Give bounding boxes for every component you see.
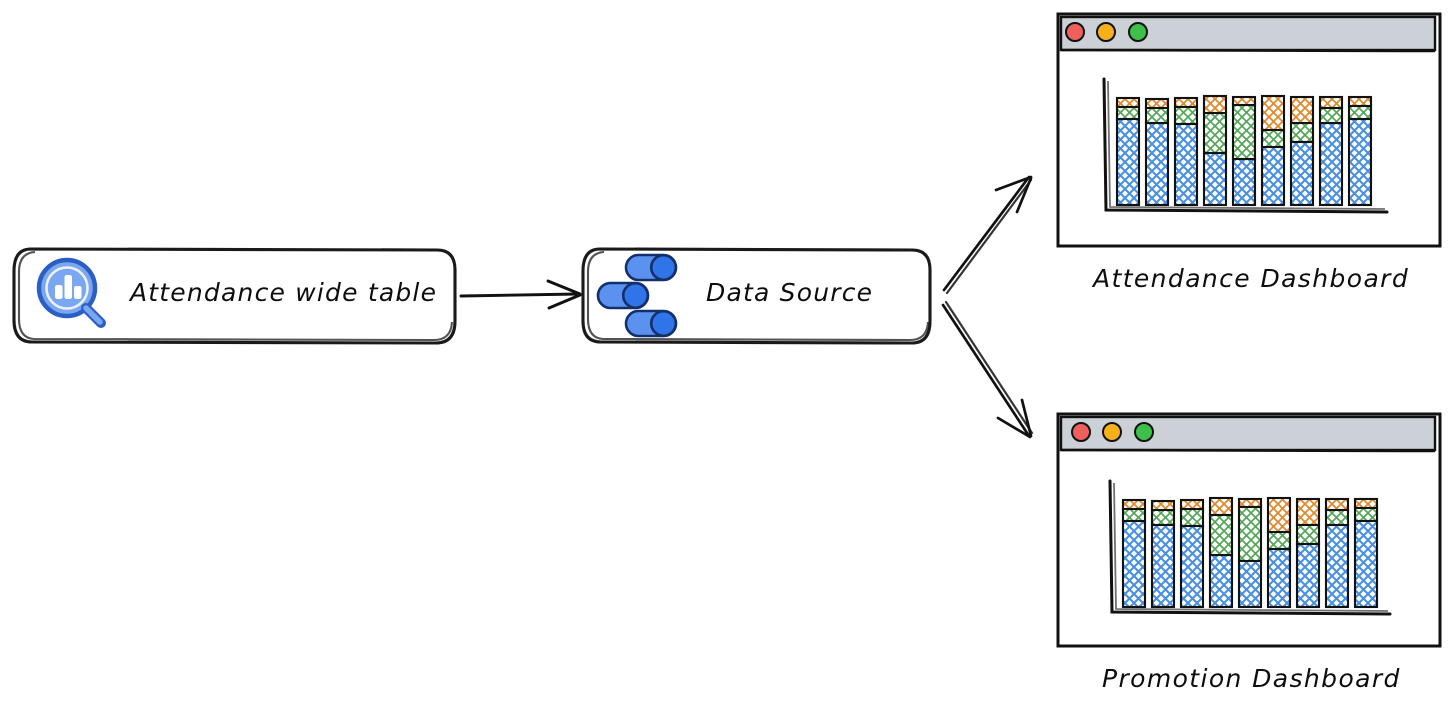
edge-table-to-source [459, 279, 582, 310]
caption-attendance-dashboard: Attendance Dashboard [1093, 264, 1410, 293]
bar-group [1324, 497, 1350, 609]
chart-axes [1108, 479, 1392, 616]
bar-group [1237, 497, 1263, 609]
bar-group [1173, 96, 1199, 207]
window-attendance-dashboard[interactable] [1056, 12, 1442, 248]
chart-axes-sketch-overlay [1107, 80, 1386, 210]
bar-group [1266, 496, 1292, 609]
bar-group [1208, 496, 1234, 609]
bar-group [1295, 497, 1321, 609]
chart-axes [1102, 77, 1389, 214]
titlebar-divider [1060, 448, 1436, 453]
bar-group [1144, 97, 1170, 207]
toggle-sliders-icon [596, 253, 678, 338]
window-close-button[interactable] [1065, 22, 1085, 42]
bar-group [1179, 498, 1205, 609]
node-data-source[interactable] [581, 247, 932, 345]
caption-promotion-dashboard: Promotion Dashboard [1102, 664, 1401, 693]
window-maximize-button[interactable] [1134, 422, 1154, 442]
magnifier-bar-chart-icon [36, 257, 106, 328]
window-minimize-button[interactable] [1096, 22, 1116, 42]
window-maximize-button[interactable] [1128, 22, 1148, 42]
bar-group [1231, 95, 1257, 207]
node-border [12, 247, 457, 345]
window-minimize-button[interactable] [1102, 422, 1122, 442]
bar-group [1150, 499, 1176, 609]
window-titlebar [1059, 15, 1437, 52]
bar-group [1260, 94, 1286, 207]
window-promotion-dashboard[interactable] [1056, 412, 1442, 648]
bar-group [1121, 498, 1147, 609]
bar-group [1347, 95, 1373, 207]
promotion-dashboard-chart [1108, 479, 1392, 616]
chart-axes-sketch-overlay [1113, 482, 1389, 612]
bar-group [1318, 95, 1344, 207]
titlebar-divider [1060, 48, 1436, 53]
bar-group [1115, 96, 1141, 207]
window-titlebar [1059, 415, 1437, 452]
bar-group [1353, 497, 1379, 609]
edge-source-to-attendance [942, 175, 1033, 295]
node-label-data-source: Data Source [706, 278, 874, 307]
node-attendance-wide-table[interactable] [12, 247, 457, 345]
node-label-attendance-wide-table: Attendance wide table [130, 278, 438, 307]
window-close-button[interactable] [1071, 422, 1091, 442]
bar-group [1202, 94, 1228, 207]
attendance-dashboard-chart [1102, 77, 1389, 214]
node-border-sketch-overlay [17, 250, 454, 342]
bar-group [1289, 95, 1315, 207]
edge-source-to-promotion [941, 300, 1034, 439]
node-border-sketch-overlay [586, 250, 930, 342]
